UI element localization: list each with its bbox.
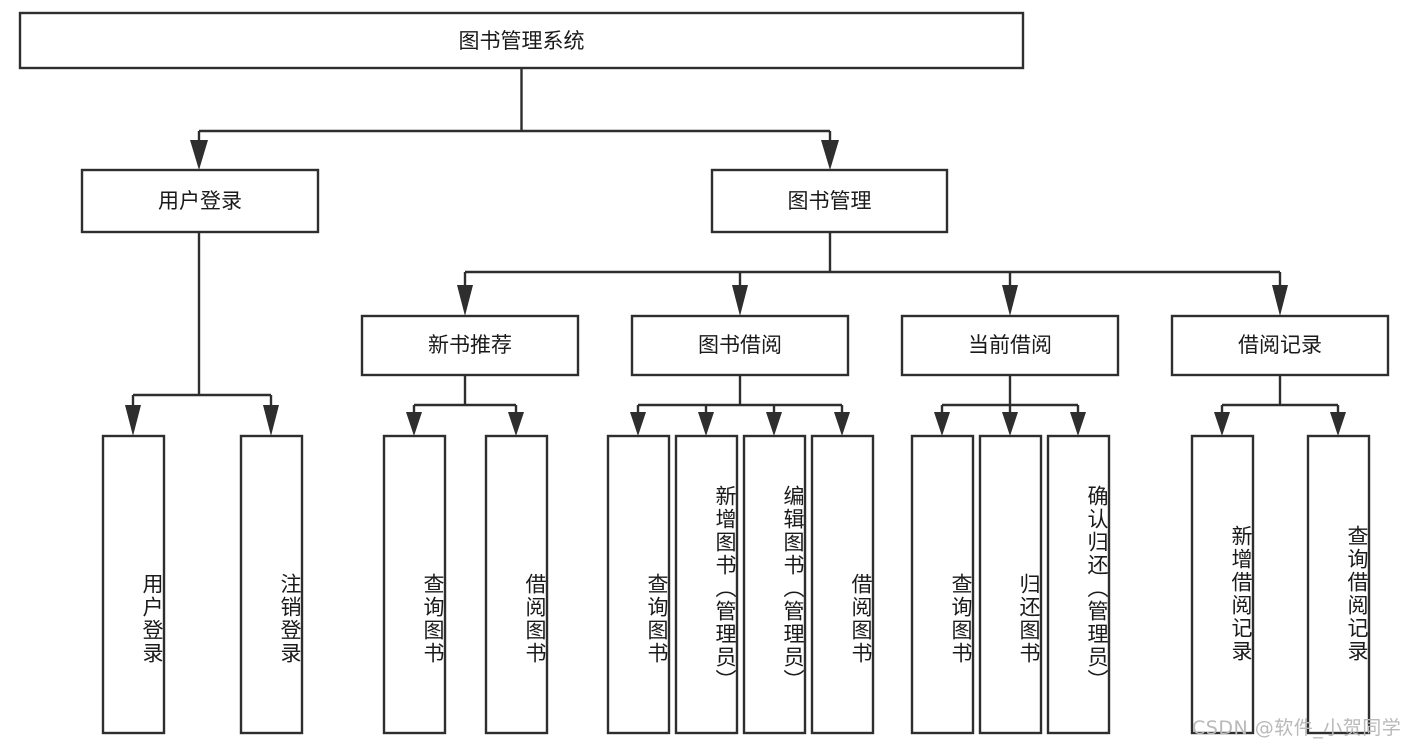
arrow-head-icon (1330, 412, 1346, 436)
node-box-leaf-query-record[interactable] (1306, 434, 1371, 735)
node-box-leaf-query-book-3[interactable] (910, 434, 975, 735)
node-box-leaf-borrow-book-1[interactable] (484, 434, 549, 735)
node-new-book-recommend[interactable]: 新书推荐 (360, 314, 580, 377)
node-root[interactable]: 图书管理系统 (18, 11, 1025, 70)
node-box-leaf-query-book-1[interactable] (382, 434, 447, 735)
node-box-leaf-user-logout[interactable] (239, 434, 304, 735)
csdn-watermark: CSDN @软件_小贺同学 (1192, 717, 1402, 739)
node-box-leaf-confirm-return[interactable] (1046, 434, 1111, 735)
arrow-head-icon (457, 285, 473, 316)
connector-root-to-level2 (190, 68, 839, 170)
node-box-new-book-recommend[interactable] (360, 314, 580, 377)
arrow-head-icon (263, 405, 279, 436)
connector-userlogin-to-leaves (125, 232, 279, 436)
node-label-book-manage: 图书管理 (788, 189, 872, 213)
node-box-leaf-return-book[interactable] (978, 434, 1043, 735)
node-box-leaf-add-record[interactable] (1190, 434, 1255, 735)
node-box-book-borrow[interactable] (630, 314, 850, 377)
arrow-head-icon (821, 140, 839, 170)
connector-currentborrow-to-leaves (934, 375, 1086, 436)
arrow-head-icon (508, 412, 524, 436)
node-label-current-borrow: 当前借阅 (968, 333, 1052, 357)
arrow-head-icon (406, 412, 422, 436)
node-label-user-login: 用户登录 (158, 189, 242, 213)
node-box-leaf-query-book-2[interactable] (606, 434, 671, 735)
connector-bookborrow-to-leaves (630, 375, 850, 436)
arrow-head-icon (125, 405, 141, 436)
node-box-leaf-edit-book[interactable] (742, 434, 807, 735)
arrow-head-icon (1002, 412, 1018, 436)
arrow-head-icon (698, 412, 714, 436)
arrow-head-icon (190, 140, 208, 170)
node-label-borrow-record: 借阅记录 (1238, 333, 1322, 357)
arrow-head-icon (834, 412, 850, 436)
node-box-user-login[interactable] (80, 168, 320, 234)
node-box-book-manage[interactable] (710, 168, 949, 234)
node-label-new-book-recommend: 新书推荐 (428, 333, 512, 357)
connector-bookmanage-to-level3 (457, 232, 1288, 316)
node-box-root[interactable] (18, 11, 1025, 70)
node-box-current-borrow[interactable] (900, 314, 1120, 377)
node-box-leaf-user-login[interactable] (101, 434, 166, 735)
arrow-head-icon (934, 412, 950, 436)
arrow-head-icon (1272, 285, 1288, 316)
node-label-book-borrow: 图书借阅 (698, 333, 782, 357)
arrow-head-icon (630, 412, 646, 436)
node-current-borrow[interactable]: 当前借阅 (900, 314, 1120, 377)
node-box-borrow-record[interactable] (1170, 314, 1390, 377)
connector-newbook-to-leaves (406, 375, 524, 436)
arrow-head-icon (766, 412, 782, 436)
node-user-login[interactable]: 用户登录 (80, 168, 320, 234)
arrow-head-icon (1002, 285, 1018, 316)
node-box-leaf-borrow-book-2[interactable] (810, 434, 875, 735)
connector-borrowrecord-to-leaves (1214, 375, 1346, 436)
arrow-head-icon (1214, 412, 1230, 436)
node-book-manage[interactable]: 图书管理 (710, 168, 949, 234)
node-borrow-record[interactable]: 借阅记录 (1170, 314, 1390, 377)
node-book-borrow[interactable]: 图书借阅 (630, 314, 850, 377)
arrow-head-icon (1070, 412, 1086, 436)
node-box-leaf-add-book[interactable] (674, 434, 739, 735)
node-label-root: 图书管理系统 (459, 29, 585, 53)
arrow-head-icon (732, 285, 748, 316)
